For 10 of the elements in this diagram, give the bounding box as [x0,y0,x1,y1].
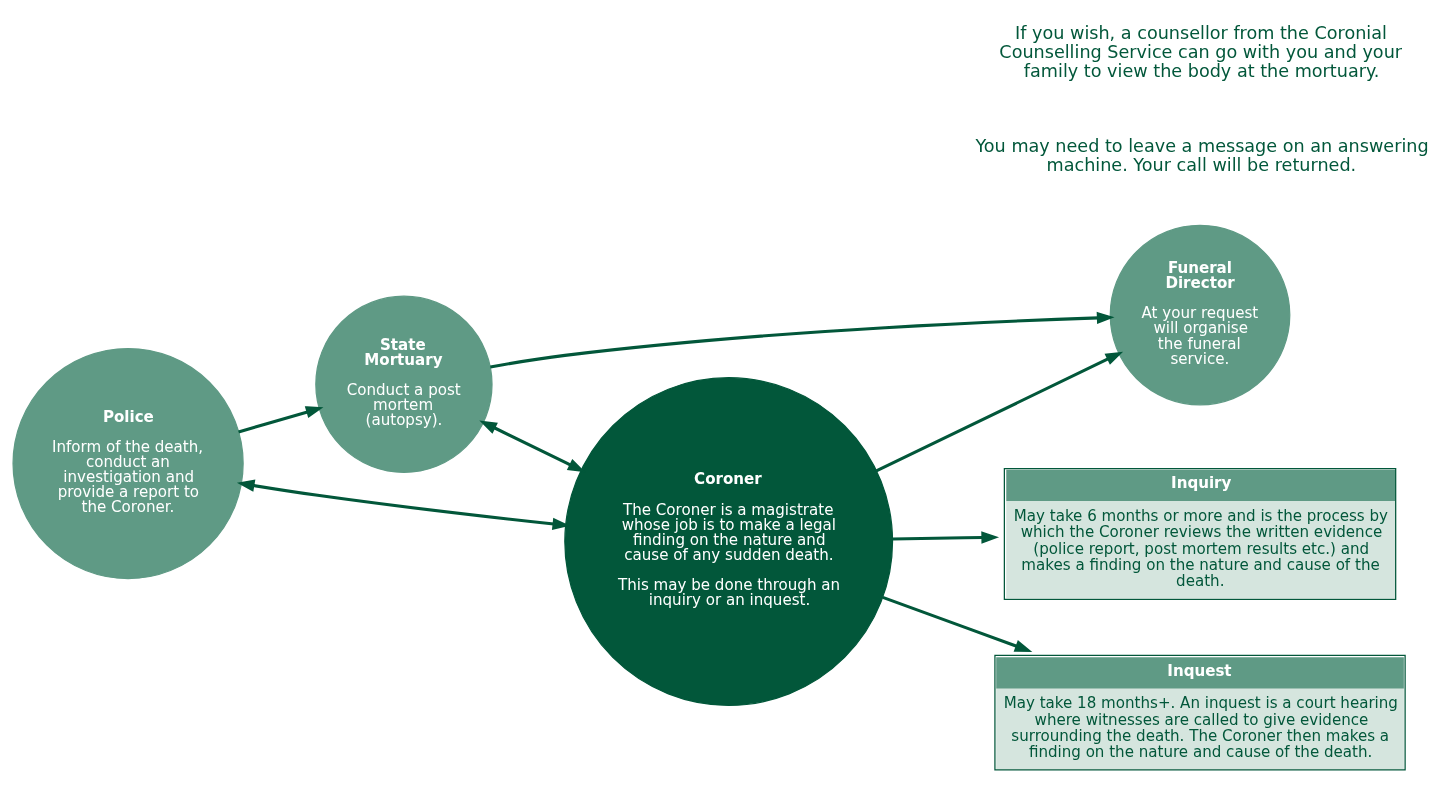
label: If you wish, a counsellor from the Coronial Counselling Service can go with you and your family to view the body at the mortuary. [999,22,1403,81]
label: You may need to leave a message on an answering machine. Your call will be returned. [975,135,1429,175]
arrow [875,351,1124,472]
node-circle: Funeral Director At your request will organise the funeral service. [1109,224,1291,405]
node-circle: State Mortuary Conduct a post mortem (autopsy). [315,295,493,473]
arrow [882,595,1033,652]
arrow [238,405,324,433]
arrow [892,530,1000,544]
arrow [490,311,1115,369]
node-circle: Police Inform of the death, conduct an investigation and provide a report to the Coroner. [12,347,244,579]
